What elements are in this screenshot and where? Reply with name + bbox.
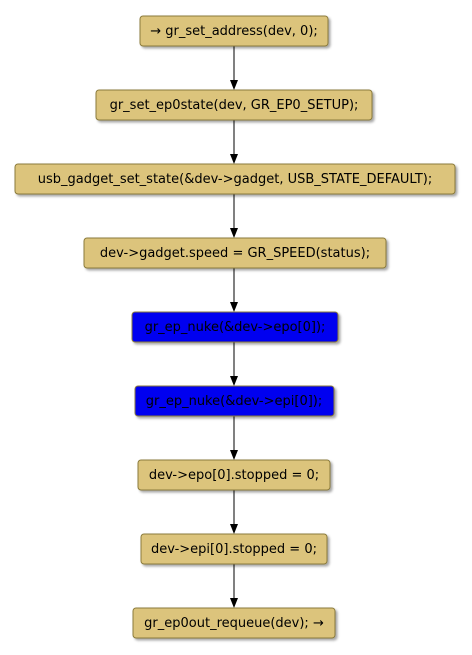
- edge-7: [230, 490, 238, 534]
- flow-node-label: gr_ep_nuke(&dev->epi[0]);: [146, 394, 323, 409]
- flow-node-label: gr_ep0out_requeue(dev); →: [144, 616, 324, 631]
- nodes: → gr_set_address(dev, 0); gr_set_ep0stat…: [14, 15, 456, 639]
- flow-node: dev->gadget.speed = GR_SPEED(status);: [83, 237, 387, 269]
- edge-4: [230, 268, 238, 312]
- flow-node-label: dev->epi[0].stopped = 0;: [151, 542, 317, 557]
- flow-node: → gr_set_address(dev, 0);: [139, 15, 329, 47]
- flow-node: dev->epi[0].stopped = 0;: [140, 533, 328, 565]
- flow-node: usb_gadget_set_state(&dev->gadget, USB_S…: [14, 163, 456, 195]
- flow-node-label: → gr_set_address(dev, 0);: [150, 24, 318, 39]
- edge-1: [230, 46, 238, 90]
- edge-3: [230, 194, 238, 238]
- edge-5: [230, 342, 238, 386]
- flow-node-label: gr_set_ep0state(dev, GR_EP0_SETUP);: [110, 98, 359, 113]
- edge-8: [230, 564, 238, 608]
- edges: [230, 46, 238, 608]
- flow-node: gr_set_ep0state(dev, GR_EP0_SETUP);: [95, 89, 373, 121]
- flow-node: dev->epo[0].stopped = 0;: [137, 459, 331, 491]
- flow-node-label: usb_gadget_set_state(&dev->gadget, USB_S…: [38, 172, 433, 187]
- flow-node-highlighted: gr_ep_nuke(&dev->epi[0]);: [134, 385, 335, 417]
- flow-node-label: dev->epo[0].stopped = 0;: [149, 468, 319, 483]
- edge-6: [230, 416, 238, 460]
- flow-node-label: dev->gadget.speed = GR_SPEED(status);: [100, 246, 370, 261]
- flow-node-highlighted: gr_ep_nuke(&dev->epo[0]);: [131, 311, 339, 343]
- flow-node: gr_ep0out_requeue(dev); →: [132, 607, 336, 639]
- flow-node-label: gr_ep_nuke(&dev->epo[0]);: [145, 320, 326, 335]
- edge-2: [230, 120, 238, 164]
